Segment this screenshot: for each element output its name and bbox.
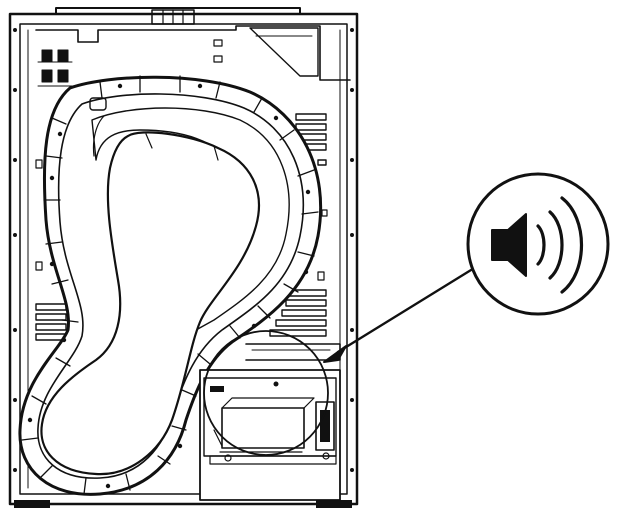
speaker-sound-icon — [491, 196, 583, 294]
pointer-arrow — [323, 260, 486, 363]
highlight-circle — [203, 330, 329, 456]
speaker-callout — [466, 172, 610, 316]
door-opening — [40, 131, 261, 476]
lower-compartment — [199, 369, 341, 501]
cabinet-screws — [13, 28, 354, 472]
electrical-connectors — [37, 39, 223, 87]
small-brackets — [35, 159, 328, 281]
vent-slots-left — [35, 303, 67, 341]
